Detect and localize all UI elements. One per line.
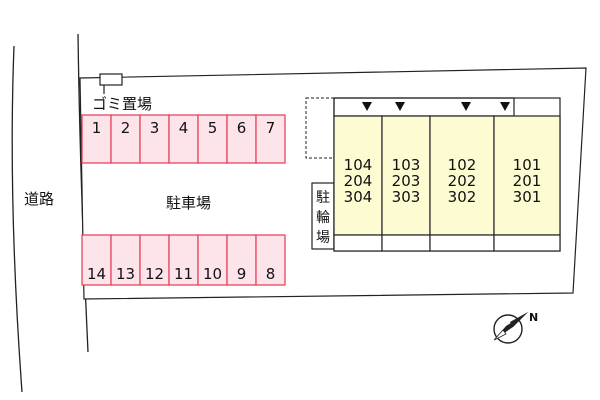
unit-column [381,115,431,236]
unit-column [333,115,383,236]
unit-balcony [429,234,495,252]
unit-number: 304 [344,188,373,206]
entrance-arrow-icon [362,102,372,111]
parking-space [168,114,199,164]
parking-space [139,114,170,164]
parking-space-number: 3 [150,119,160,137]
parking-space-number: 8 [266,265,276,283]
unit-number: 102 [448,156,477,174]
bicycle-parking-label-3: 場 [316,230,330,246]
garbage-label: ゴミ置場 [92,95,152,113]
unit-number: 202 [448,172,477,190]
parking-space [197,234,228,286]
parking-space-number: 6 [237,119,247,137]
garbage-icon [99,73,123,86]
bicycle-parking-label-2: 輪 [316,209,330,226]
unit-number: 104 [344,156,373,174]
parking-space [168,234,199,286]
unit-number: 302 [448,188,477,206]
unit-number: 203 [392,172,421,190]
parking-label: 駐車場 [166,194,211,212]
entrance-arrow-icon [395,102,405,111]
unit-number: 103 [392,156,421,174]
unit-number: 204 [344,172,373,190]
unit-balcony [333,234,383,252]
road-edge-left [11,45,23,393]
unit-column [429,115,495,236]
entrance-arrows [362,102,510,111]
parking-space-number: 13 [116,265,135,283]
unit-balcony [381,234,431,252]
unit-number: 201 [513,172,542,190]
north-label: N [529,311,538,324]
parking-space-number: 11 [174,265,193,283]
parking-row-top: 1 2 3 4 5 6 7 [81,114,286,164]
entrance-arrow-icon [461,102,471,111]
parking-space [255,114,286,164]
building-entrance-strip [333,97,515,117]
parking-space-number: 5 [208,119,218,137]
parking-space [81,234,112,286]
unit-number: 101 [513,156,542,174]
unit-number: 301 [513,188,542,206]
parking-space [226,114,257,164]
parking-space-number: 12 [145,265,164,283]
unit-number: 303 [392,188,421,206]
parking-space-number: 10 [203,265,222,283]
parking-space [81,114,112,164]
bicycle-parking-label-1: 駐 [316,190,330,206]
parking-space [255,234,286,286]
parking-space-number: 4 [179,119,189,137]
parking-space-number: 9 [237,265,247,283]
parking-row-bottom: 14 13 12 11 10 9 8 [81,234,286,286]
road-label: 道路 [24,190,54,208]
parking-space-number: 2 [121,119,131,137]
parking-space [139,234,170,286]
parking-space-number: 7 [266,119,276,137]
entrance-arrow-icon [500,102,510,111]
parking-space-number: 14 [87,265,106,283]
north-arrow-icon: N [493,311,538,344]
unit-balcony [493,234,561,252]
parking-space-number: 1 [92,119,102,137]
unit-column [493,115,561,236]
parking-space [197,114,228,164]
